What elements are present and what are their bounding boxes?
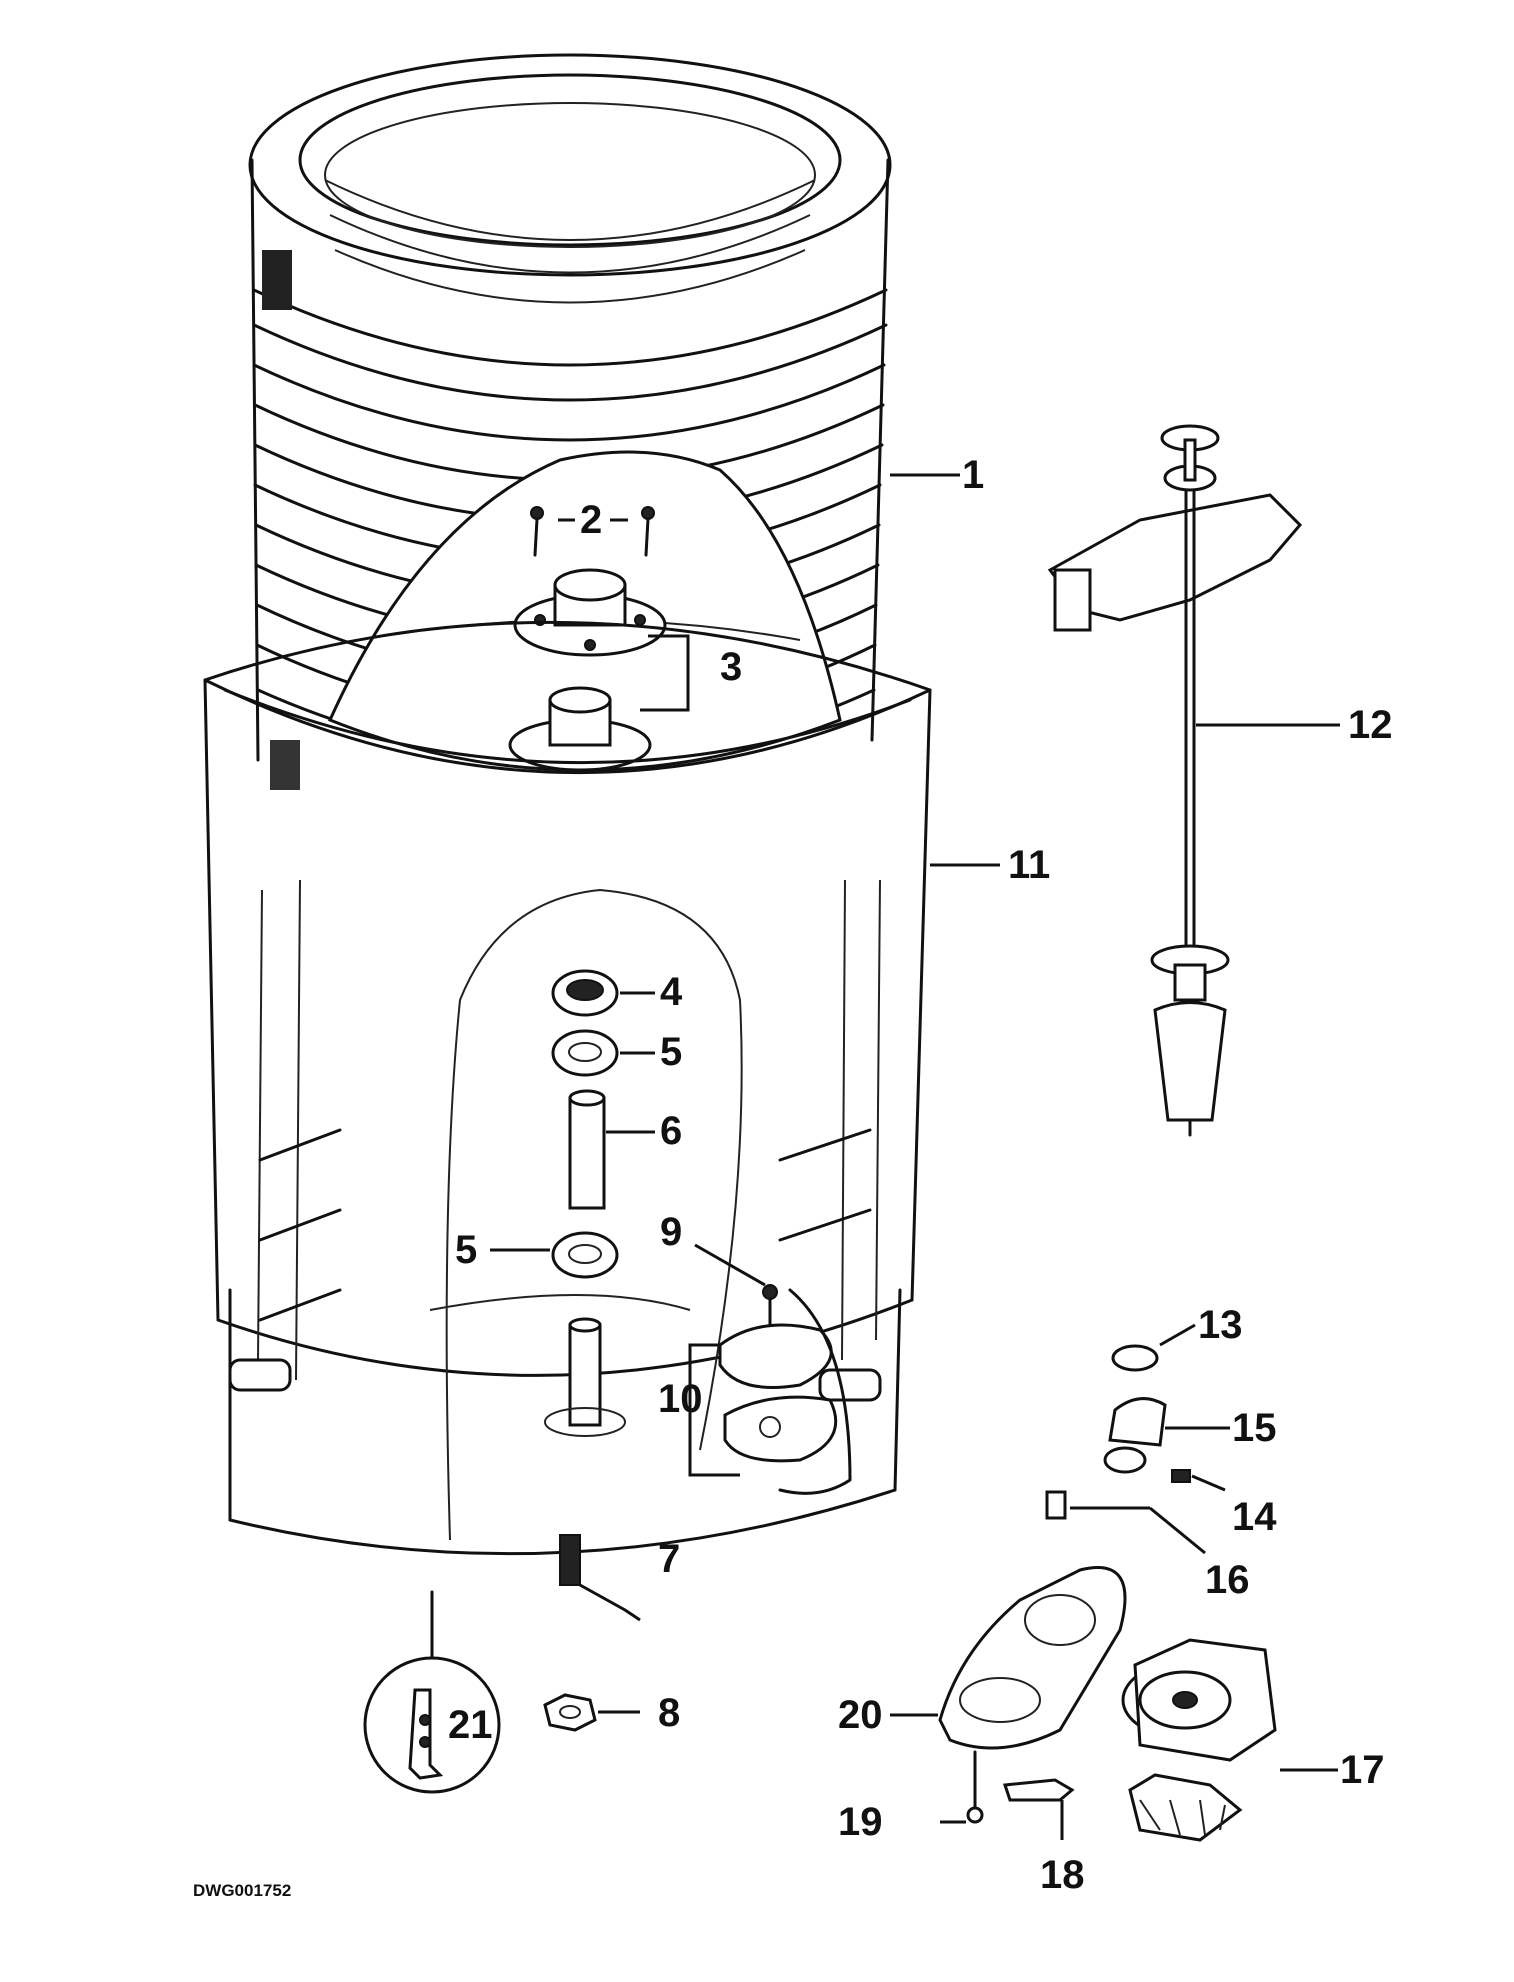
part-7-stud [559, 1534, 581, 1586]
callout-12: 12 [1348, 703, 1393, 747]
callout-17: 17 [1340, 1748, 1385, 1792]
callout-5-lower: 5 [455, 1228, 477, 1272]
part-13-o-ring [1111, 1344, 1159, 1372]
part-5-bearing-lower [551, 1231, 619, 1279]
part-20-cover [938, 1566, 1127, 1750]
callout-18: 18 [1040, 1853, 1085, 1897]
part-4-seal [551, 969, 619, 1017]
part-12-suspension-rod [1047, 424, 1303, 1137]
part-19-screw [966, 1750, 984, 1824]
part-6-spacer-tube [568, 1089, 606, 1210]
callout-19: 19 [838, 1800, 883, 1844]
callout-1: 1 [962, 453, 984, 497]
part-15-coupling [1103, 1397, 1167, 1474]
drawing-number: DWG001752 [193, 1881, 291, 1900]
callout-8: 8 [658, 1691, 680, 1735]
callout-4: 4 [660, 970, 683, 1014]
leader-lines [490, 473, 1340, 1840]
callout-3: 3 [720, 645, 742, 689]
part-18-clip [1002, 1778, 1075, 1802]
callout-2: 2 [580, 498, 602, 542]
part-8-nut [543, 1693, 597, 1732]
part-2-screws [530, 506, 655, 557]
part-21-detail [363, 1590, 501, 1794]
part-10-bracket [718, 1288, 852, 1495]
callout-14: 14 [1232, 1495, 1277, 1539]
part-11-outer-tub [203, 620, 932, 1556]
callout-15: 15 [1232, 1406, 1277, 1450]
part-9-screw [762, 1284, 778, 1327]
part-5-bearing-upper [551, 1029, 619, 1077]
callout-13: 13 [1198, 1303, 1243, 1347]
part-16-clip [1045, 1490, 1067, 1520]
callout-11: 11 [1008, 843, 1050, 887]
callout-10: 10 [658, 1377, 703, 1421]
part-17-motor [1121, 1638, 1277, 1842]
callout-6: 6 [660, 1109, 682, 1153]
callout-16: 16 [1205, 1558, 1250, 1602]
callout-9: 9 [660, 1210, 682, 1254]
callout-20: 20 [838, 1693, 883, 1737]
callout-5-upper: 5 [660, 1030, 682, 1074]
callout-7: 7 [658, 1537, 680, 1581]
part-1-wash-basket [248, 53, 892, 790]
callout-21: 21 [448, 1703, 493, 1747]
spline-shaft [544, 1317, 626, 1437]
part-14-clip [1171, 1469, 1191, 1483]
